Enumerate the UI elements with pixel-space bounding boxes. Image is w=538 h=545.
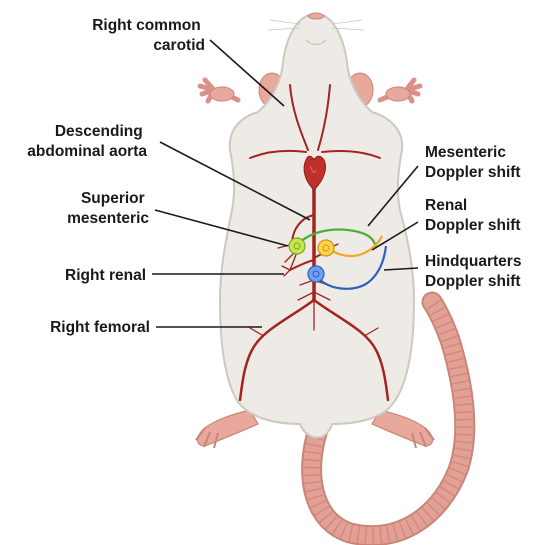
label-renal-doppler-shift-line1: Renal [425,197,467,214]
label-right-renal: Right renal [65,267,146,284]
mesenteric-probe [289,238,305,254]
label-renal-doppler-shift: Renal Doppler shift [425,197,521,234]
label-mesenteric-doppler-shift-line2: Doppler shift [425,164,521,181]
label-mesenteric-doppler-shift-line1: Mesenteric [425,144,506,161]
label-descending-abdominal-aorta: Descending abdominal aorta [27,123,147,160]
label-hindquarters-doppler-shift-line2: Doppler shift [425,273,521,290]
nose-tip [308,13,324,19]
front-left-paw [200,80,238,101]
front-right-paw [380,80,420,101]
label-right-common-carotid: Right common carotid [92,17,205,54]
label-right-common-carotid-line1: Right common [92,17,201,34]
hind-right-foot [372,410,434,448]
hind-left-foot [196,410,258,448]
renal-probe [318,240,334,256]
label-right-renal-line1: Right renal [65,267,146,284]
label-superior-mesenteric: Superior mesenteric [67,190,149,227]
label-renal-doppler-shift-line2: Doppler shift [425,217,521,234]
label-descending-abdominal-aorta-line1: Descending [55,123,143,140]
label-hindquarters-doppler-shift-line1: Hindquarters [425,253,521,270]
label-right-common-carotid-line2: carotid [153,37,205,54]
hindquarters-probe [308,266,324,282]
label-superior-mesenteric-line1: Superior [81,190,145,207]
label-mesenteric-doppler-shift: Mesenteric Doppler shift [425,144,521,181]
label-hindquarters-doppler-shift: Hindquarters Doppler shift [425,253,526,290]
label-descending-abdominal-aorta-line2: abdominal aorta [27,143,147,160]
label-superior-mesenteric-line2: mesenteric [67,210,149,227]
label-right-femoral-line1: Right femoral [50,319,150,336]
label-right-femoral: Right femoral [50,319,150,336]
